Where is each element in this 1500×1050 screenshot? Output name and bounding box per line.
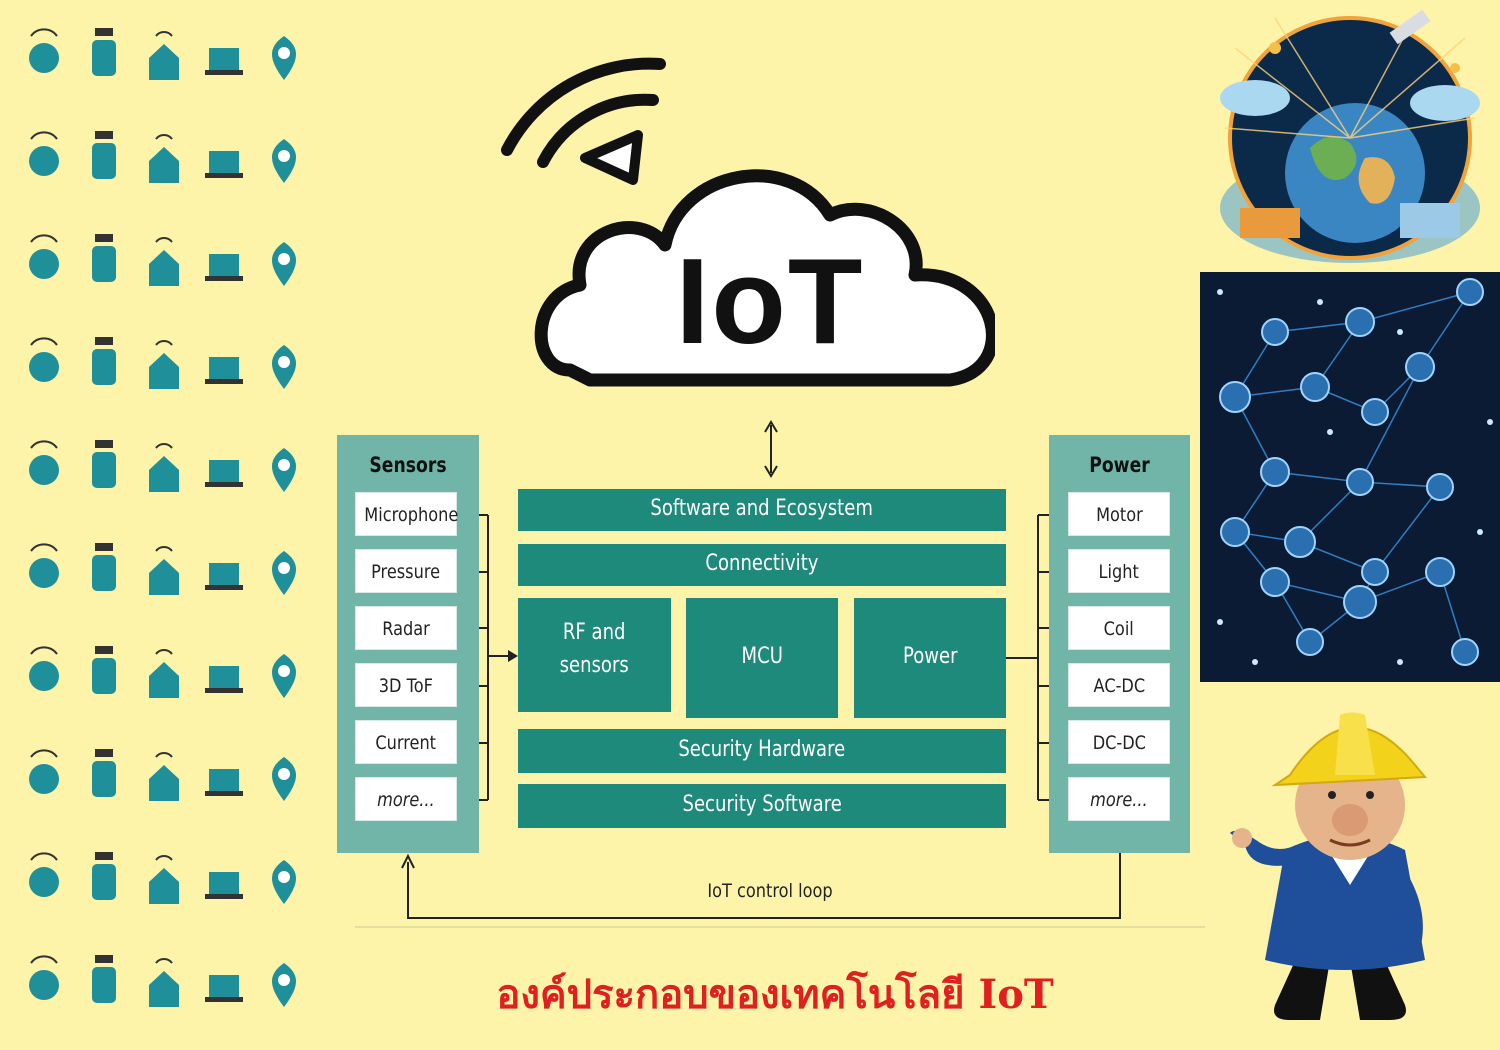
antenna-tower-icon	[74, 218, 134, 321]
headset-signal-icon	[134, 939, 194, 1042]
cloud-signal-icon	[74, 527, 134, 630]
monitor-list-icon	[194, 218, 254, 321]
card-signal-icon	[14, 836, 74, 939]
router-icon	[254, 630, 314, 733]
sensors-title: Sensors	[369, 453, 447, 477]
power-item: DC-DC	[1068, 720, 1170, 764]
mail-monitor-icon	[74, 939, 134, 1042]
icon-grid	[14, 12, 314, 1042]
power-title: Power	[1089, 453, 1150, 477]
gear-network-icon	[254, 527, 314, 630]
device-sync-icon	[254, 115, 314, 218]
cloud-globe-icon	[254, 939, 314, 1042]
power-item: Motor	[1068, 492, 1170, 536]
printer-icon	[14, 424, 74, 527]
engineer-mascot	[1230, 712, 1428, 1020]
sensor-item: Radar	[355, 606, 457, 650]
phone-card-icon	[74, 321, 134, 424]
phone-signal-icon	[254, 321, 314, 424]
satellite-dish-icon	[194, 321, 254, 424]
power-item: Light	[1068, 549, 1170, 593]
sensor-label: Pressure	[371, 561, 441, 583]
home-signal-icon	[74, 630, 134, 733]
satellite-icon	[194, 733, 254, 836]
phone-gear-icon	[14, 630, 74, 733]
sensor-label: Microphone	[364, 504, 459, 526]
block-label: Security Software	[682, 792, 842, 817]
power-item: Coil	[1068, 606, 1170, 650]
power-label: AC-DC	[1093, 675, 1145, 697]
power-item-more: more...	[1068, 777, 1170, 821]
block-label: Software and Ecosystem	[650, 496, 874, 521]
usb-signal-icon	[194, 836, 254, 939]
globe-server-icon	[254, 733, 314, 836]
server-network-icon	[14, 115, 74, 218]
sensor-label: Current	[375, 732, 437, 754]
control-loop-label: IoT control loop	[693, 880, 847, 902]
sensor-label: Radar	[382, 618, 430, 640]
power-label: DC-DC	[1092, 732, 1146, 754]
cloud-laptop-icon	[14, 733, 74, 836]
sensor-label: 3D ToF	[378, 675, 434, 697]
document-signal-icon	[74, 424, 134, 527]
connectivity-block: Connectivity	[518, 544, 1006, 586]
tablet-wifi-icon	[134, 321, 194, 424]
power-label: Motor	[1095, 504, 1143, 526]
smartwatch-icon	[74, 12, 134, 115]
network-computers-icon	[254, 218, 314, 321]
gamepad-signal-icon	[14, 218, 74, 321]
router-signal-icon	[194, 939, 254, 1042]
thai-caption: องค์ประกอบของเทคโนโลยี IoT	[496, 971, 1054, 1018]
sensor-item: 3D ToF	[355, 663, 457, 707]
rf-sensors-block: RF and sensors	[518, 598, 671, 712]
server-tower-icon	[194, 630, 254, 733]
iot-title: IoT	[675, 233, 865, 369]
location-pin-icon	[254, 12, 314, 115]
power-item: AC-DC	[1068, 663, 1170, 707]
alarm-signal-icon	[134, 836, 194, 939]
search-signal-icon	[14, 939, 74, 1042]
hand-signal-icon	[254, 424, 314, 527]
block-label: Connectivity	[705, 551, 819, 576]
phone-hand-icon	[134, 424, 194, 527]
tablet-wifi-icon	[194, 115, 254, 218]
lock-screen-icon	[194, 424, 254, 527]
sensor-label: more...	[377, 789, 435, 811]
camera-signal-icon	[134, 630, 194, 733]
block-label: RF and	[563, 620, 626, 645]
laptop-signal-icon	[194, 12, 254, 115]
sensor-item: Microphone	[355, 492, 459, 536]
power-label: Coil	[1103, 618, 1135, 640]
security-software-block: Security Software	[518, 784, 1006, 828]
satellite-globe-icon	[14, 321, 74, 424]
mcu-block: MCU	[686, 598, 838, 718]
power-block: Power	[854, 598, 1006, 718]
phone-location-icon	[134, 218, 194, 321]
power-label: Light	[1098, 561, 1140, 583]
block-label: Security Hardware	[678, 737, 846, 762]
wifi-icon	[134, 527, 194, 630]
sensor-item: Current	[355, 720, 457, 764]
sensor-item: Pressure	[355, 549, 457, 593]
software-ecosystem-block: Software and Ecosystem	[518, 489, 1006, 531]
monitor-tablet-icon	[134, 733, 194, 836]
globe-illustration	[1220, 9, 1480, 263]
smart-home-icon	[134, 12, 194, 115]
phone-signal-icon	[14, 527, 74, 630]
block-label: MCU	[741, 644, 783, 669]
power-label: more...	[1090, 789, 1148, 811]
sensor-item-more: more...	[355, 777, 457, 821]
gears-icon	[74, 733, 134, 836]
iot-cloud-icon	[501, 57, 995, 387]
remote-control-icon	[74, 836, 134, 939]
network-illustration	[1200, 272, 1500, 682]
globe-device-icon	[14, 12, 74, 115]
cloud-gear-icon	[74, 115, 134, 218]
monitor-wifi-icon	[194, 527, 254, 630]
block-label: Power	[902, 644, 958, 669]
phone-keypad-icon	[254, 836, 314, 939]
block-label: sensors	[559, 653, 630, 678]
smart-mouse-icon	[134, 115, 194, 218]
security-hardware-block: Security Hardware	[518, 729, 1006, 773]
